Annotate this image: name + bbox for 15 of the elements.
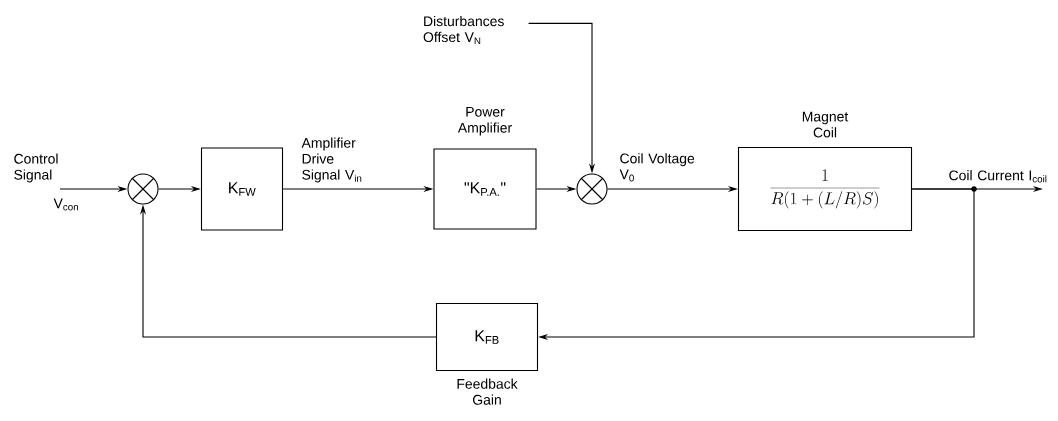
block-box: Power Amplifier "K$_{P.A.}$"	[433, 107, 537, 230]
block-box: Magnet Coil $\frac{1}{R(1+(L/R)S)}$	[737, 111, 913, 232]
signal-label: V$_{con}$	[53, 198, 78, 211]
input-text: Disturbances Offset V$_{N}$	[423, 15, 504, 45]
summing-junction	[127, 173, 159, 205]
edge-label: Coil Voltage V$_{0}$	[619, 153, 695, 182]
edge-label: Coil Current I$_{coil}$	[949, 170, 1047, 183]
block-box: K$_{FB}$ Feedback Gain	[435, 302, 539, 405]
node-label: Feedback Gain	[457, 378, 518, 405]
edge-label: Amplifier Drive Signal V$_{in}$	[301, 137, 362, 183]
node-label: Power Amplifier	[457, 107, 512, 136]
block-box: K$_{FW}$	[200, 147, 284, 231]
summing-junction	[576, 173, 608, 205]
edge-label: Control Signal	[14, 153, 58, 183]
node-label: Magnet Coil	[802, 111, 849, 138]
